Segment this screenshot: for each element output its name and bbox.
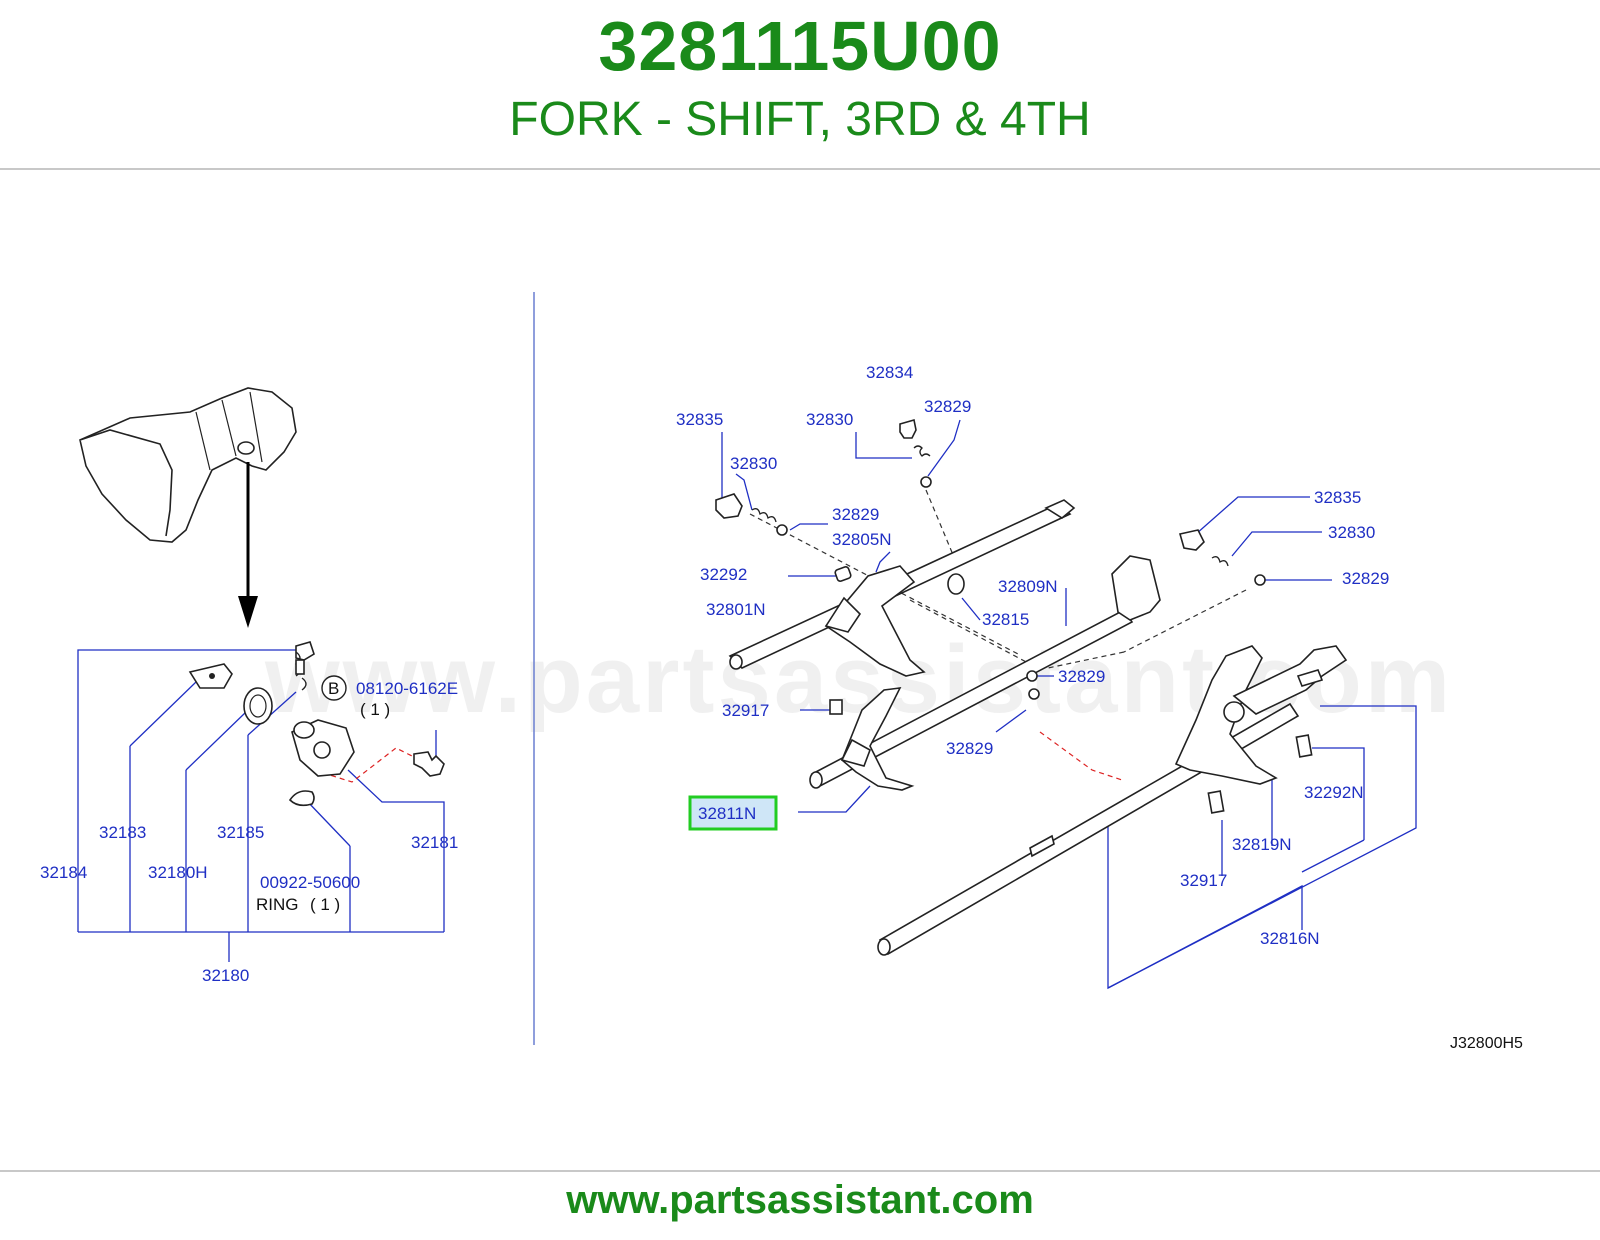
label-32184[interactable]: 32184 [40, 863, 87, 882]
shift-fork-lower [1174, 645, 1348, 785]
shift-fork-upper [824, 565, 926, 677]
bolt-qty-text: ( 1 ) [360, 700, 390, 719]
label-32183[interactable]: 32183 [99, 823, 146, 842]
footer-divider [0, 1170, 1600, 1172]
label-32292n[interactable]: 32292N [1304, 783, 1364, 802]
label-32801n[interactable]: 32801N [706, 600, 766, 619]
label-32829-left[interactable]: 32829 [832, 505, 879, 524]
label-32180[interactable]: 32180 [202, 966, 249, 985]
label-32180h[interactable]: 32180H [148, 863, 208, 882]
shift-fork-3rd-4th [840, 687, 915, 791]
ref-dash-line-right [1039, 731, 1123, 781]
label-32834[interactable]: 32834 [866, 363, 913, 382]
ref-b-letter: B [328, 679, 339, 698]
label-32816n[interactable]: 32816N [1260, 929, 1320, 948]
label-32829-top[interactable]: 32829 [924, 397, 971, 416]
label-32815[interactable]: 32815 [982, 610, 1029, 629]
label-32829-right[interactable]: 32829 [1342, 569, 1389, 588]
left-parts [188, 641, 445, 807]
small-parts-right [715, 418, 1313, 814]
header-divider [0, 168, 1600, 170]
label-32805n[interactable]: 32805N [832, 530, 892, 549]
arrow-down-icon [238, 596, 258, 628]
label-32830-left[interactable]: 32830 [730, 454, 777, 473]
ref-dash-line [313, 747, 417, 783]
label-32830-right[interactable]: 32830 [1328, 523, 1375, 542]
label-32185[interactable]: 32185 [217, 823, 264, 842]
part-number-title: 3281115U00 [598, 7, 1002, 85]
label-32809n[interactable]: 32809N [998, 577, 1058, 596]
shift-rod-middle [809, 555, 1161, 789]
ref-b-circle [321, 675, 347, 701]
label-32835-top[interactable]: 32835 [676, 410, 723, 429]
part-description: FORK - SHIFT, 3RD & 4TH [509, 93, 1091, 146]
right-dash-lines [749, 489, 1247, 669]
label-00922-50600[interactable]: 00922-50600 [260, 873, 360, 892]
footer-website-link[interactable]: www.partsassistant.com [566, 1178, 1034, 1222]
label-32292[interactable]: 32292 [700, 565, 747, 584]
label-32835-right[interactable]: 32835 [1314, 488, 1361, 507]
label-32917-right[interactable]: 32917 [1180, 871, 1227, 890]
right-leader-lines [721, 419, 1417, 990]
label-32830-top[interactable]: 32830 [806, 410, 853, 429]
label-08120-6162e[interactable]: 08120-6162E [356, 679, 458, 698]
ring-text: RING [256, 895, 299, 914]
left-bracket-lines [77, 649, 445, 962]
label-32819n[interactable]: 32819N [1232, 835, 1292, 854]
highlight-box [688, 795, 778, 831]
ring-qty-text: ( 1 ) [310, 895, 340, 914]
label-32829-low[interactable]: 32829 [946, 739, 993, 758]
label-32811n-highlighted[interactable]: 32811N [698, 804, 756, 823]
label-32181[interactable]: 32181 [411, 833, 458, 852]
label-32829-mid[interactable]: 32829 [1058, 667, 1105, 686]
diagram-code: J32800H5 [1450, 1035, 1523, 1052]
transmission-illustration [79, 387, 297, 543]
page-header: 3281115U00 FORK - SHIFT, 3RD & 4TH [0, 0, 1600, 168]
label-32917-left[interactable]: 32917 [722, 701, 769, 720]
